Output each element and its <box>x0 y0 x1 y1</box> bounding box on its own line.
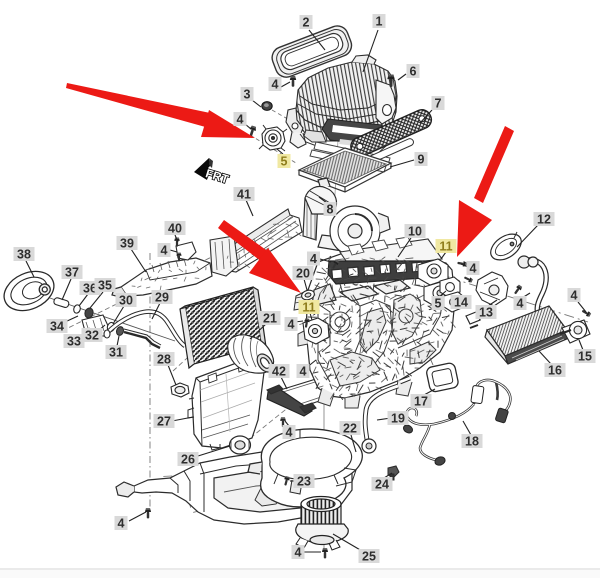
svg-text:41: 41 <box>237 188 251 202</box>
svg-text:40: 40 <box>168 222 182 236</box>
svg-text:39: 39 <box>120 237 134 251</box>
svg-text:4: 4 <box>295 546 302 560</box>
svg-text:21: 21 <box>263 312 277 326</box>
svg-text:9: 9 <box>418 153 425 167</box>
svg-text:4: 4 <box>161 244 168 258</box>
svg-text:11: 11 <box>302 301 315 315</box>
svg-text:22: 22 <box>343 422 357 436</box>
svg-text:26: 26 <box>181 453 195 467</box>
svg-text:4: 4 <box>237 113 244 127</box>
svg-text:17: 17 <box>414 395 428 409</box>
svg-text:37: 37 <box>65 266 79 280</box>
svg-text:4: 4 <box>118 517 125 531</box>
svg-text:4: 4 <box>310 252 317 266</box>
svg-text:42: 42 <box>272 365 286 379</box>
svg-text:4: 4 <box>272 78 279 92</box>
svg-text:38: 38 <box>17 248 31 262</box>
svg-text:4: 4 <box>470 262 477 276</box>
svg-text:23: 23 <box>297 475 311 489</box>
svg-text:31: 31 <box>109 346 123 360</box>
svg-text:4: 4 <box>286 426 293 440</box>
svg-text:32: 32 <box>85 329 99 343</box>
svg-text:4: 4 <box>300 365 307 379</box>
svg-text:34: 34 <box>50 320 64 334</box>
svg-text:13: 13 <box>479 306 493 320</box>
svg-text:2: 2 <box>303 16 310 30</box>
svg-text:12: 12 <box>537 213 551 227</box>
svg-text:24: 24 <box>375 478 389 492</box>
svg-text:16: 16 <box>548 364 562 378</box>
svg-text:5: 5 <box>435 297 442 311</box>
svg-text:27: 27 <box>157 415 171 429</box>
svg-text:5: 5 <box>281 155 288 169</box>
svg-text:8: 8 <box>327 203 334 217</box>
svg-text:20: 20 <box>296 267 310 281</box>
svg-text:4: 4 <box>571 289 578 303</box>
svg-text:33: 33 <box>67 335 81 349</box>
svg-text:18: 18 <box>465 435 479 449</box>
svg-text:28: 28 <box>157 353 171 367</box>
svg-text:15: 15 <box>578 350 592 364</box>
svg-text:1: 1 <box>376 15 383 29</box>
svg-text:10: 10 <box>408 225 422 239</box>
svg-text:19: 19 <box>391 412 405 426</box>
svg-text:4: 4 <box>288 318 295 332</box>
svg-text:25: 25 <box>362 550 376 564</box>
svg-text:6: 6 <box>410 65 417 79</box>
svg-text:30: 30 <box>119 294 133 308</box>
svg-text:35: 35 <box>98 279 112 293</box>
svg-text:3: 3 <box>244 88 251 102</box>
svg-text:36: 36 <box>83 282 97 296</box>
svg-text:4: 4 <box>517 297 524 311</box>
svg-text:14: 14 <box>454 296 468 310</box>
svg-text:7: 7 <box>435 97 442 111</box>
svg-text:29: 29 <box>155 291 169 305</box>
svg-text:11: 11 <box>439 240 452 254</box>
